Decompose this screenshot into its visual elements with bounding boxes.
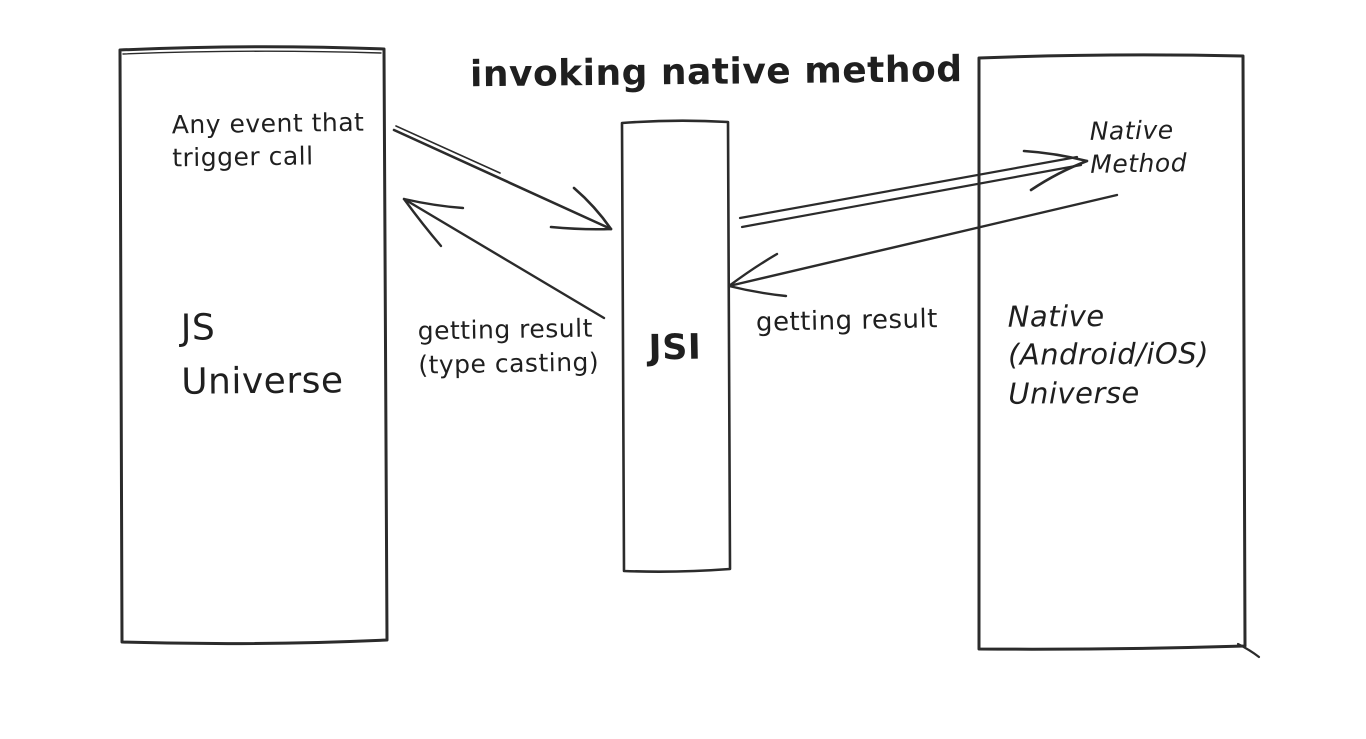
js-universe-box-overdraw <box>122 50 382 55</box>
js-universe-label-line1: JS <box>180 307 216 349</box>
js-event-note: Any event that trigger call <box>172 107 365 175</box>
js-event-note-line1: Any event that <box>171 107 365 140</box>
js-universe-label-line2: Universe <box>181 360 344 403</box>
jsi-box <box>620 119 732 573</box>
native-universe-box <box>977 53 1247 651</box>
arrow-js-to-jsi-tail-overdraw <box>395 125 501 174</box>
js-universe-label: JS Universe <box>181 300 344 409</box>
native-universe-label-line3: Universe <box>1008 375 1140 411</box>
arrow-js-to-jsi-head <box>549 186 613 231</box>
getting-result-type-casting-line1: getting result <box>417 313 594 346</box>
js-universe-box <box>118 45 389 646</box>
arrow-jsi-to-js <box>402 197 606 320</box>
arrow-jsi-to-js-head <box>402 197 465 248</box>
getting-result-type-casting-label: getting result (type casting) <box>417 311 599 382</box>
native-method-note-line2: Method <box>1090 147 1188 179</box>
arrow-native-to-jsi <box>727 193 1119 288</box>
jsi-label: JSI <box>648 327 702 369</box>
arrow-jsi-to-native-method-overdraw <box>740 163 1083 229</box>
native-method-note: Native Method <box>1089 114 1187 181</box>
getting-result-type-casting-line2: (type casting) <box>418 347 600 380</box>
native-universe-label: Native (Android/iOS) Universe <box>1008 296 1210 412</box>
arrow-js-to-jsi <box>392 128 613 231</box>
getting-result-label: getting result <box>755 304 939 338</box>
arrow-jsi-to-native-method-head <box>1022 149 1089 192</box>
arrow-native-to-jsi-head <box>727 252 788 298</box>
arrow-jsi-to-native-method <box>738 155 1079 220</box>
native-universe-label-line1: Native <box>1007 299 1105 334</box>
native-universe-label-line2: (Android/iOS) <box>1007 336 1210 372</box>
native-method-note-line1: Native <box>1089 115 1174 146</box>
native-universe-box-overdraw <box>1236 642 1261 659</box>
js-event-note-line2: trigger call <box>172 140 314 172</box>
diagram-title: invoking native method <box>469 49 963 96</box>
